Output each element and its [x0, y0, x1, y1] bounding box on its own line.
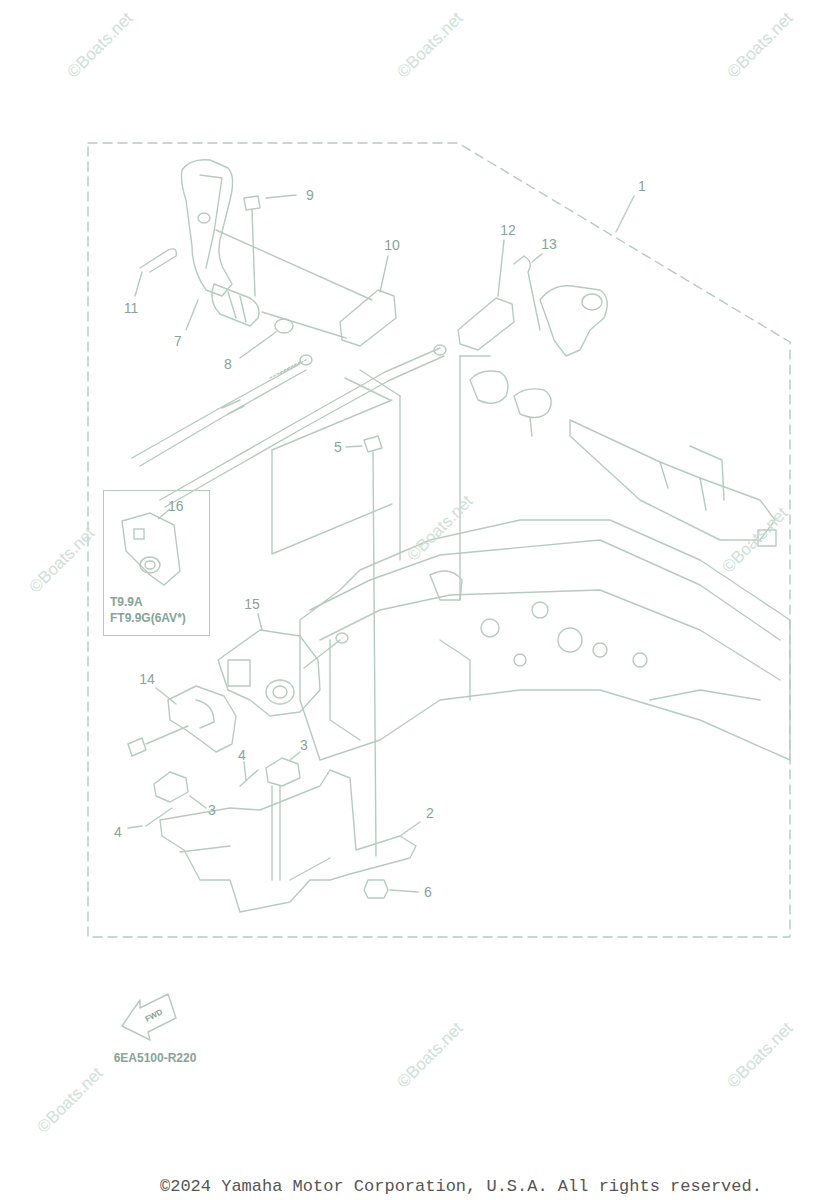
leader-line — [616, 196, 634, 232]
callout-number: 11 — [124, 301, 139, 315]
callout-number: 16 — [168, 497, 184, 515]
callout-number: 4 — [238, 748, 246, 762]
callout-number: 6 — [424, 885, 432, 899]
inset-box: 16T9.9A FT9.9G(6AV*) — [103, 490, 210, 636]
callout-number: 1 — [638, 179, 646, 193]
joint-part — [340, 290, 396, 346]
direction-label: FWD — [144, 1008, 164, 1024]
watermark: ©Boats.net — [724, 1019, 796, 1091]
shaft-part — [570, 420, 775, 540]
block-part — [218, 630, 320, 716]
callout-number: 2 — [426, 806, 434, 820]
callout-number: 9 — [306, 188, 314, 202]
callout-number: 3 — [300, 738, 308, 752]
callout-number: 3 — [208, 803, 216, 817]
group-boundary — [88, 143, 790, 937]
inset-part — [104, 491, 208, 591]
watermark: ©Boats.net — [34, 1064, 106, 1136]
callout-number: 8 — [224, 357, 232, 371]
bracket-part — [160, 770, 416, 912]
forward-arrow — [122, 994, 176, 1040]
callout-number: 7 — [174, 334, 182, 348]
watermark: ©Boats.net — [394, 9, 466, 81]
model-note: T9.9A FT9.9G(6AV*) — [110, 595, 208, 626]
copyright-notice: ©2024 Yamaha Motor Corporation, U.S.A. A… — [160, 1178, 762, 1195]
watermark: ©Boats.net — [394, 1019, 466, 1091]
callout-number: 13 — [541, 237, 557, 251]
callout-number: 4 — [114, 825, 122, 839]
lever-part — [182, 160, 233, 296]
callout-number: 12 — [500, 223, 516, 237]
watermark: ©Boats.net — [64, 9, 136, 81]
callout-number: 5 — [334, 440, 342, 454]
callout-number: 10 — [384, 238, 400, 252]
watermark: ©Boats.net — [26, 524, 98, 596]
callout-number: 14 — [139, 672, 155, 686]
watermark: ©Boats.net — [724, 9, 796, 81]
diagram-code: 6EA5100-R220 — [114, 1052, 197, 1064]
callout-number: 15 — [244, 597, 260, 611]
